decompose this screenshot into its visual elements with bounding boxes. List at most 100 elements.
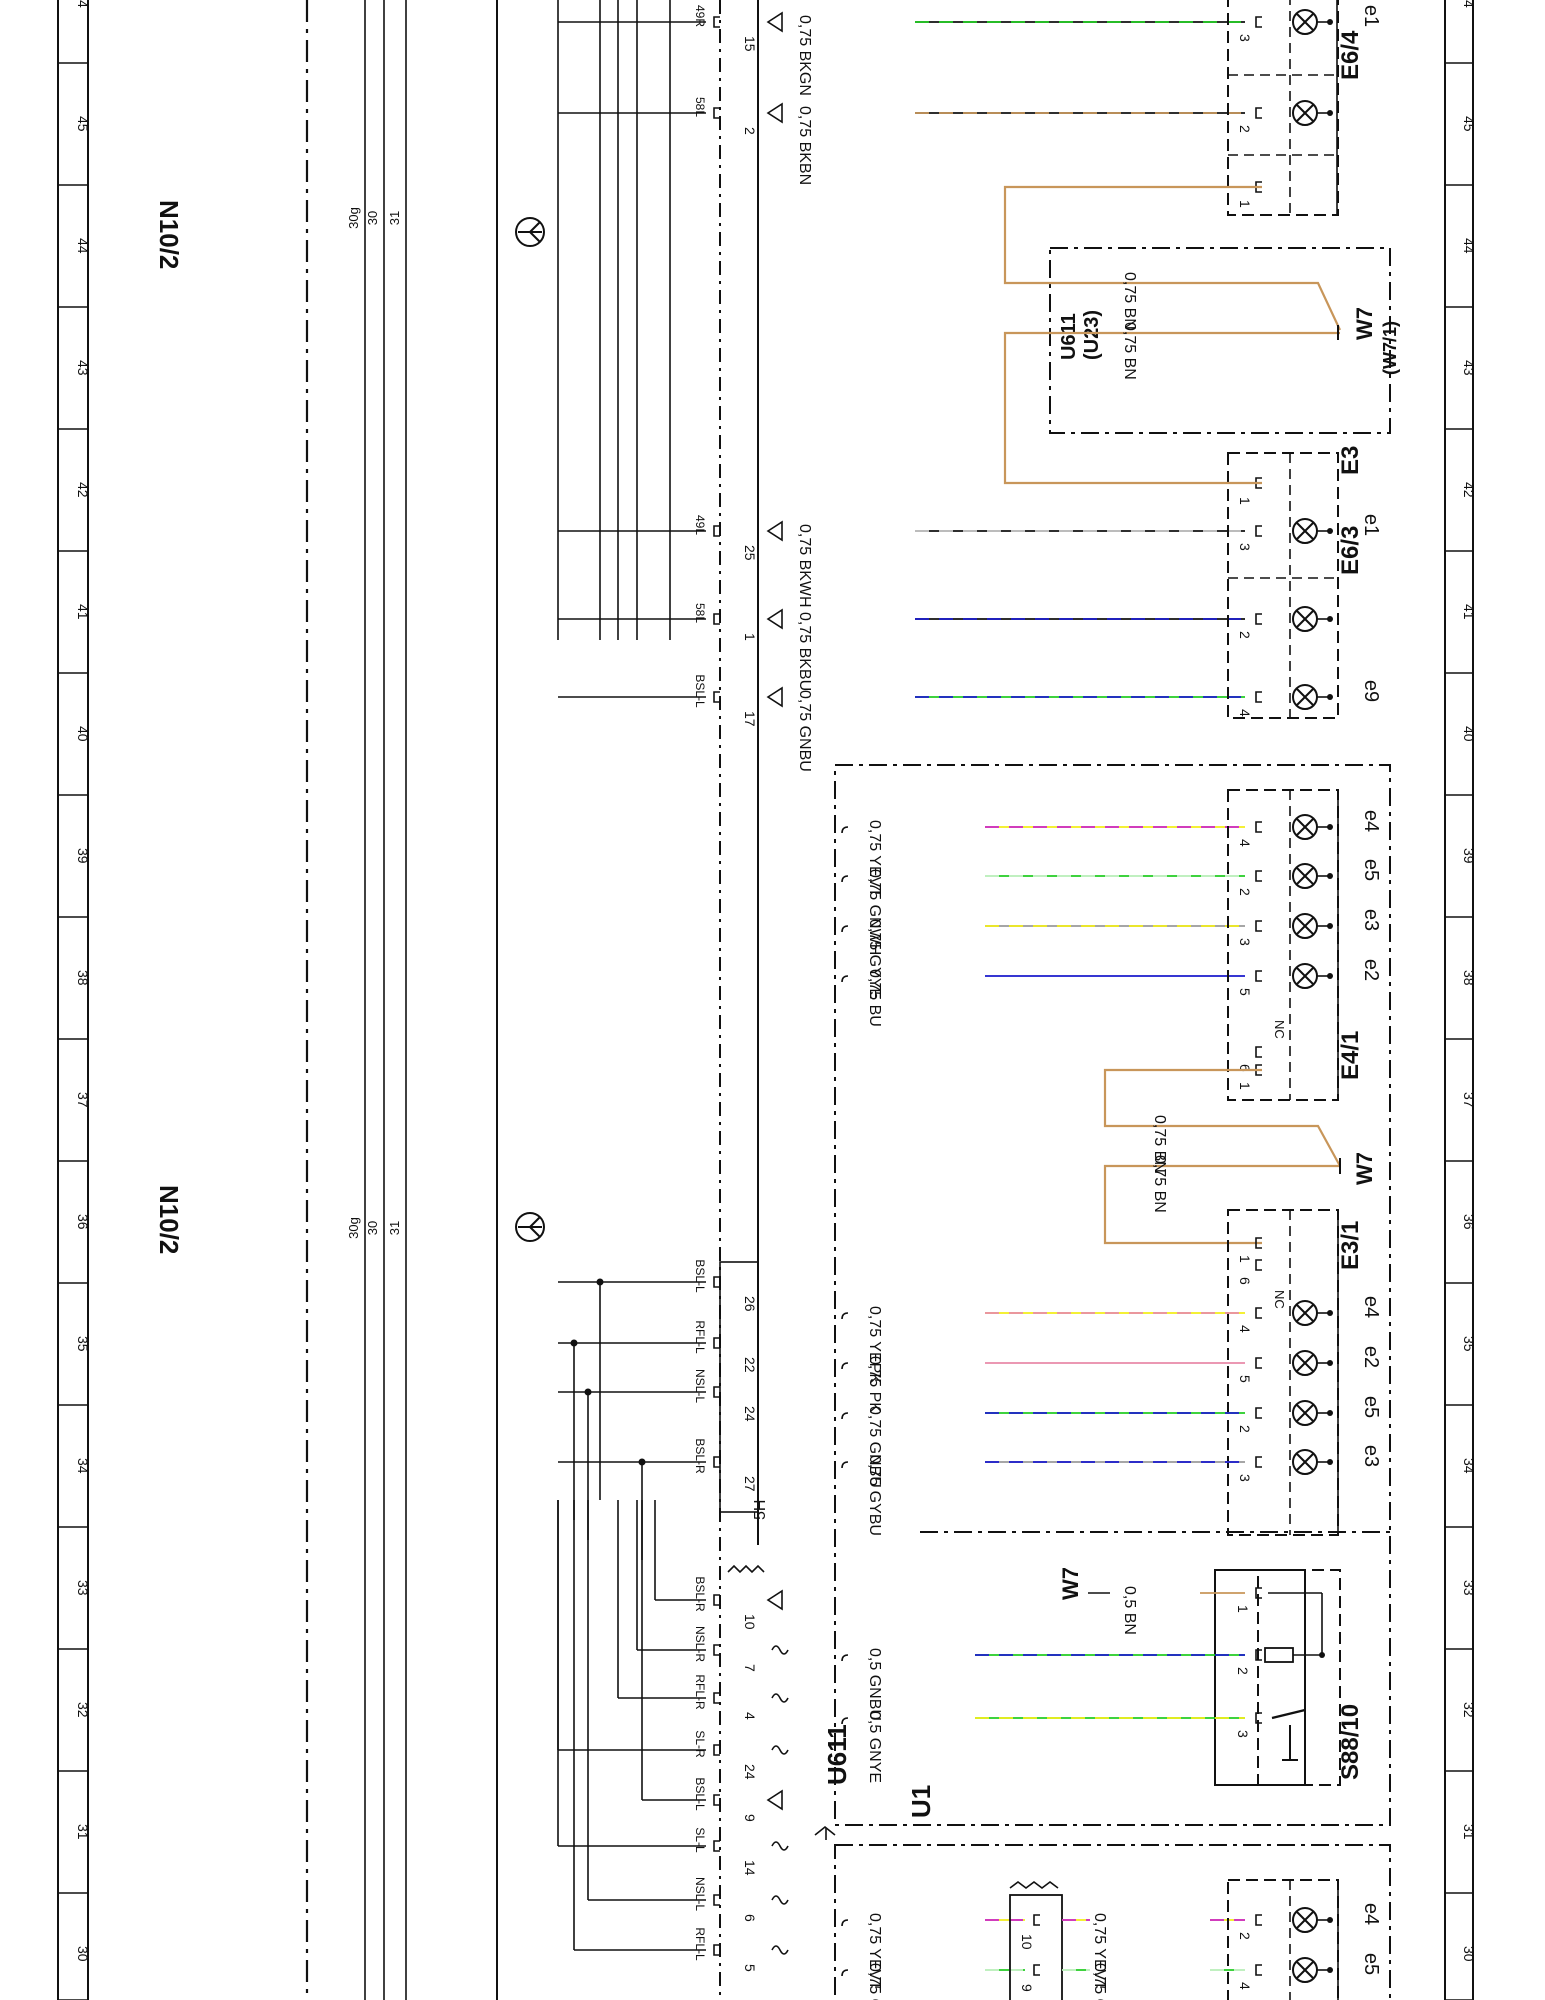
contact-symbol [713, 1337, 720, 1349]
pin-number: 1 [1237, 200, 1253, 208]
plug-symbol [727, 1564, 765, 1574]
plug-symbol [1009, 1881, 1059, 1889]
pin-number: 1 [742, 633, 758, 641]
contact-symbol [1255, 1307, 1262, 1319]
wire-label: 0,75 GNBU [866, 1406, 883, 1488]
diode-arrow [766, 102, 783, 124]
pin-number: 3 [1237, 938, 1253, 946]
pin-number: 2 [1237, 1425, 1253, 1433]
contact-symbol [1255, 613, 1262, 625]
grid-number-left: 38 [75, 970, 91, 986]
wire-label: 0,75 YEPK [866, 1306, 883, 1384]
grid-number-right: 43 [1461, 360, 1477, 376]
grid-number-left: 31 [75, 1824, 91, 1840]
pin-number: 10 [742, 1614, 758, 1630]
contact-symbol [713, 16, 720, 28]
contact-symbol [1255, 1237, 1262, 1249]
wire-continuation [841, 1969, 849, 1977]
contact-symbol [1033, 1964, 1040, 1976]
component-box-s8810-inner [1257, 1569, 1341, 1786]
wire-continuation [771, 1745, 789, 1755]
contact-symbol [1255, 1914, 1262, 1926]
pin-number: 26 [742, 1296, 758, 1312]
wire-continuation [771, 1693, 789, 1703]
junction-dot [1327, 923, 1333, 929]
component-label: E3/1 [1337, 1221, 1364, 1270]
grid-number-right: 31 [1461, 1824, 1477, 1840]
wire-label: 0,75 GNBU [796, 690, 813, 772]
contact-symbol [713, 1944, 720, 1956]
lamp-e1 [1292, 518, 1318, 544]
grid-number-right: 45 [1461, 116, 1477, 132]
contact-symbol [1255, 1407, 1262, 1419]
pin-number: 1 [1237, 1255, 1253, 1263]
bus-label: 31 [387, 1221, 402, 1235]
grid-number-left: 41 [75, 604, 91, 620]
grid-number-left: 45 [75, 116, 91, 132]
grid-number-left: 44 [75, 238, 91, 254]
contact-symbol [713, 1794, 720, 1806]
wire-continuation [841, 1654, 849, 1662]
pin-number: 3 [1235, 1730, 1251, 1738]
junction-dot [1327, 528, 1333, 534]
zone-label: (U23) [1081, 310, 1103, 360]
lamp-cross [1296, 867, 1314, 885]
wire-continuation [841, 875, 849, 883]
grid-number-right: 40 [1461, 726, 1477, 742]
contact-symbol [713, 525, 720, 537]
lamp-x [1292, 606, 1318, 632]
nc-label: NC [1272, 1290, 1287, 1309]
wire-continuation [841, 1362, 849, 1370]
transistor-lead [529, 1216, 541, 1228]
contact-symbol [713, 1456, 720, 1468]
wire-continuation [841, 1312, 849, 1320]
junction-dot [1327, 1459, 1333, 1465]
wire-label: 0,75 GYBU [866, 1455, 883, 1536]
component-label: E6/4 [1337, 30, 1364, 80]
lamp-cross [1296, 104, 1314, 122]
bus-label: 30 [365, 1221, 380, 1235]
wire-label: 0,75 GNWH [866, 1963, 883, 2000]
lamp-label: e3 [1360, 1445, 1382, 1467]
lamp-cross [1296, 13, 1314, 31]
grid-number-left: 43 [75, 360, 91, 376]
lamp-e2 [1292, 1350, 1318, 1376]
lamp-cross [1296, 522, 1314, 540]
contact-symbol [1255, 970, 1262, 982]
lamp-label: e2 [1360, 1346, 1382, 1368]
signal-label: RFL-R [693, 1674, 707, 1710]
grid-number-right: 37 [1461, 1092, 1477, 1108]
contact-symbol [1255, 1649, 1262, 1661]
grid-number-left: 35 [75, 1336, 91, 1352]
pin-number: 4 [1237, 1982, 1253, 1990]
lamp-cross [1296, 1404, 1314, 1422]
junction-dot [1327, 824, 1333, 830]
signal-label: 58L [693, 97, 707, 117]
signal-label: NSL-L [693, 1877, 707, 1911]
pin-number: 6 [742, 1914, 758, 1922]
component-label: S88/10 [1337, 1704, 1364, 1780]
contact-symbol [713, 1386, 720, 1398]
lamp-e4 [1292, 814, 1318, 840]
lamp-cross [1296, 1304, 1314, 1322]
bus-label: 31 [387, 211, 402, 225]
junction-dot [1327, 19, 1333, 25]
contact-symbol [1033, 1914, 1040, 1926]
diode-arrow [766, 1589, 783, 1611]
component-label: W7 [1352, 1152, 1377, 1185]
signal-label: SL-R [693, 1730, 707, 1758]
wire-label: 0,5 BN [1121, 1586, 1138, 1635]
pin-number: 24 [742, 1406, 758, 1422]
lamp-cross [1296, 610, 1314, 628]
lamp-cross [1296, 818, 1314, 836]
pin-number: 17 [742, 711, 758, 727]
wire-label: 0,75 BKBU [796, 612, 813, 691]
wire-label: 0,75 GYYE [866, 919, 883, 999]
junction-dot [1327, 973, 1333, 979]
grid-number-right: 41 [1461, 604, 1477, 620]
contact-symbol [1255, 1456, 1262, 1468]
lamp-label: e1 [1360, 5, 1382, 27]
pin-number: 3 [1237, 543, 1253, 551]
transistor-lead [529, 231, 541, 243]
resistor-symbol [1264, 1647, 1294, 1663]
